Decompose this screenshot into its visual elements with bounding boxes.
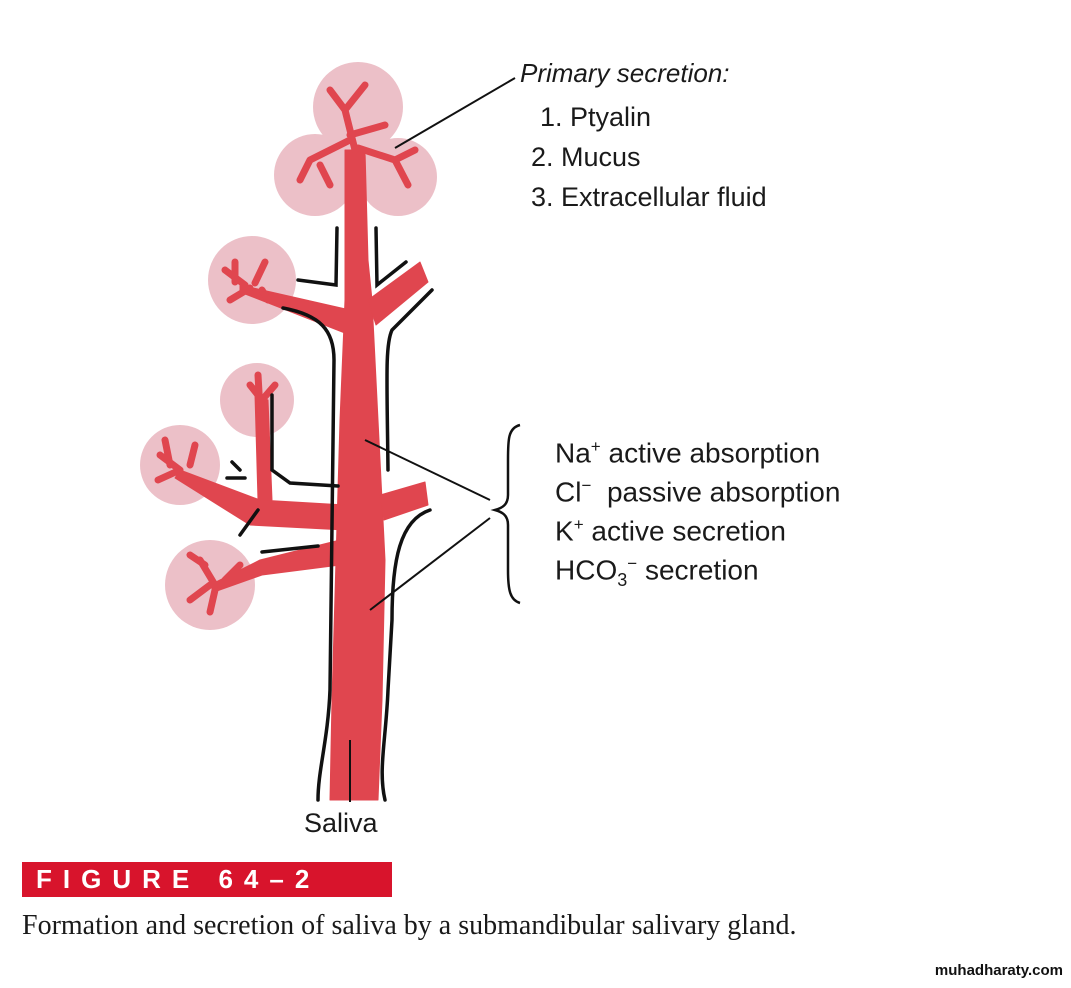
acinus-top-left — [274, 134, 356, 216]
duct-process-na: Na+ active absorption — [555, 437, 820, 469]
figure-caption: Formation and secretion of saliva by a s… — [22, 910, 797, 941]
primary-secretion-item: 3. Extracellular fluid — [531, 182, 767, 212]
charge: + — [573, 515, 584, 534]
duct-process-k: K+ active secretion — [555, 515, 786, 547]
brace — [490, 423, 521, 605]
ion: HCO — [555, 554, 618, 586]
process-text: passive absorption — [591, 476, 841, 508]
duct-process-hco3: HCO3− secretion — [555, 554, 759, 591]
primary-secretion-item: 1. Ptyalin — [540, 102, 652, 132]
process-text: secretion — [637, 554, 759, 586]
saliva-label: Saliva — [304, 808, 378, 838]
primary-secretion-item: 2. Mucus — [531, 142, 641, 172]
charge: + — [590, 437, 601, 456]
charge: − — [627, 554, 638, 573]
figure-label: FIGURE 64–2 — [22, 862, 392, 897]
ion: Cl — [555, 476, 582, 508]
subscript: 3 — [617, 569, 628, 590]
primary-secretion-title: Primary secretion: — [520, 58, 730, 88]
ion: Na — [555, 437, 591, 469]
duct-outlines — [225, 226, 434, 802]
duct-process-cl: Cl− passive absorption — [555, 476, 840, 508]
right-branch-upper — [367, 261, 429, 326]
right-branch-lower — [379, 481, 429, 521]
process-text: active absorption — [600, 437, 821, 469]
ion: K — [555, 515, 574, 547]
leader-lines — [349, 77, 521, 802]
watermark: muhadharaty.com — [934, 962, 1063, 979]
acinus-left-upper — [208, 236, 296, 324]
acini — [140, 62, 437, 630]
process-text: active secretion — [583, 515, 786, 547]
charge: − — [581, 476, 592, 495]
main-duct — [329, 149, 386, 801]
